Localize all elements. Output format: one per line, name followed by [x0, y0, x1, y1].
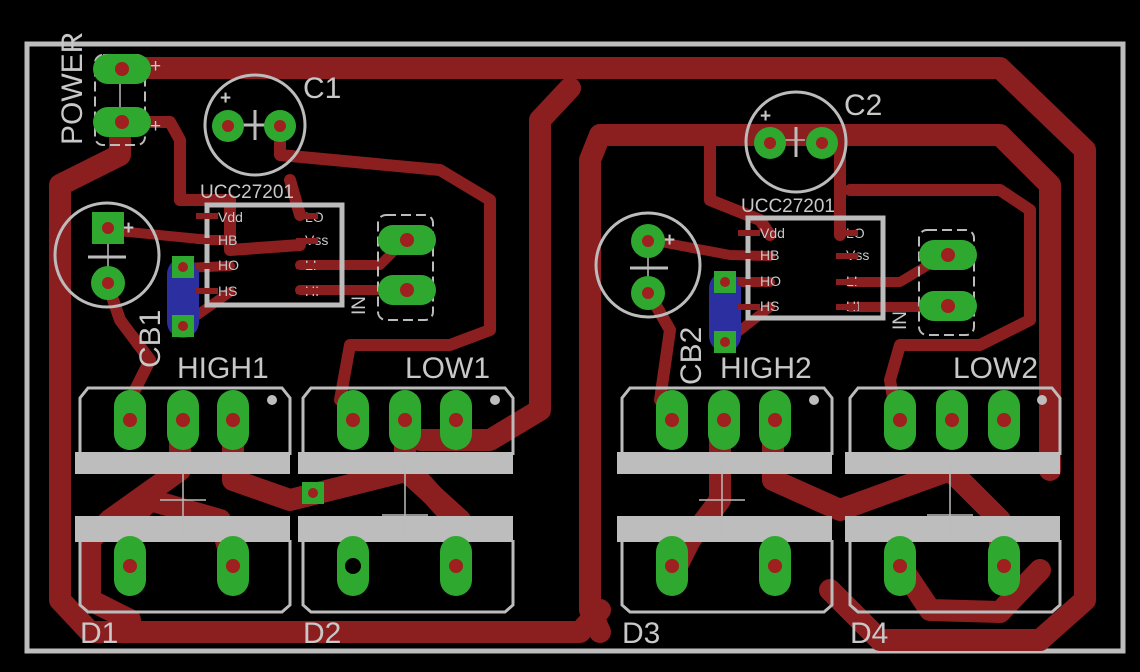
power-plus-bottom: + — [150, 116, 161, 137]
low2-label: LOW2 — [953, 352, 1038, 385]
d3-pads — [656, 536, 791, 596]
power-label: POWER — [56, 32, 89, 145]
right-cap-outline — [594, 211, 702, 319]
d3-label: D3 — [622, 617, 660, 650]
ic1-label: UCC27201 — [200, 182, 294, 203]
d2-label: D2 — [303, 617, 341, 650]
in1-connector-outline — [377, 214, 434, 321]
in2-label: IN — [890, 311, 911, 330]
cb1-label: CB1 — [134, 310, 167, 368]
c2-plus-sign: + — [760, 106, 771, 127]
c1-plus-sign: + — [220, 88, 231, 109]
trace-ic2-vdd — [704, 134, 776, 241]
low1-pads — [337, 390, 472, 450]
ic2-pin-hb: HB — [760, 247, 779, 263]
trace-outer-bottom — [49, 111, 611, 643]
silkscreen-layer: POWER + + + C1 + C2 + + UCC27201 Vdd HB … — [53, 32, 1062, 650]
ic2-outline — [745, 215, 886, 321]
d1-pads — [114, 536, 249, 596]
trace-low2-drive — [844, 184, 1036, 416]
d4-pads — [884, 536, 1020, 596]
high2-label: HIGH2 — [720, 352, 812, 385]
ic2-label: UCC27201 — [741, 196, 835, 217]
ic1-pin-hb: HB — [218, 232, 237, 248]
high2-pads — [656, 390, 791, 450]
trace-right-upper — [589, 124, 1061, 481]
trace-middle-return — [579, 124, 611, 643]
in1-label: IN — [349, 296, 370, 315]
power-plus-top: + — [150, 56, 161, 77]
low2-package — [845, 386, 1062, 474]
trace-high2-gate — [644, 289, 676, 406]
ic-pin-stubs — [196, 213, 858, 310]
left-cap-outline — [53, 201, 161, 309]
d2-pads — [337, 536, 472, 596]
ic1-pin-ho: HO — [218, 257, 239, 273]
low1-label: LOW1 — [405, 352, 490, 385]
c2-outline — [744, 90, 848, 194]
d4-package — [845, 516, 1062, 614]
d4-label: D4 — [850, 617, 888, 650]
ic2-pin-vdd: Vdd — [760, 225, 785, 241]
trace-outer-top — [109, 57, 1096, 651]
ic2-pin-hs: HS — [760, 298, 779, 314]
ic1-pin-vdd: Vdd — [218, 209, 243, 225]
in2-connector-outline — [918, 229, 975, 336]
d3-package — [617, 516, 834, 614]
trace-ic1-vdd — [174, 194, 306, 256]
high2-package — [617, 386, 834, 474]
ic1-pin-hs: HS — [218, 283, 237, 299]
ic2-pin-ho: HO — [760, 273, 781, 289]
high1-pads — [114, 390, 249, 450]
left-cap-plus: + — [123, 218, 134, 239]
ic1-outline — [204, 202, 345, 308]
high1-label: HIGH1 — [177, 352, 269, 385]
d1-label: D1 — [80, 617, 118, 650]
trace-ic1-lo — [284, 174, 306, 221]
c2-label: C2 — [844, 89, 882, 122]
right-cap-plus: + — [664, 230, 675, 251]
trace-high1-gate — [102, 279, 156, 406]
c1-outline — [203, 73, 307, 177]
board-outline — [24, 41, 1126, 654]
low2-pads — [884, 390, 1020, 450]
cb2-label: CB2 — [675, 327, 708, 385]
trace-low1-drive — [274, 120, 496, 406]
c1-label: C1 — [303, 72, 341, 105]
pads-layer — [91, 54, 1020, 596]
